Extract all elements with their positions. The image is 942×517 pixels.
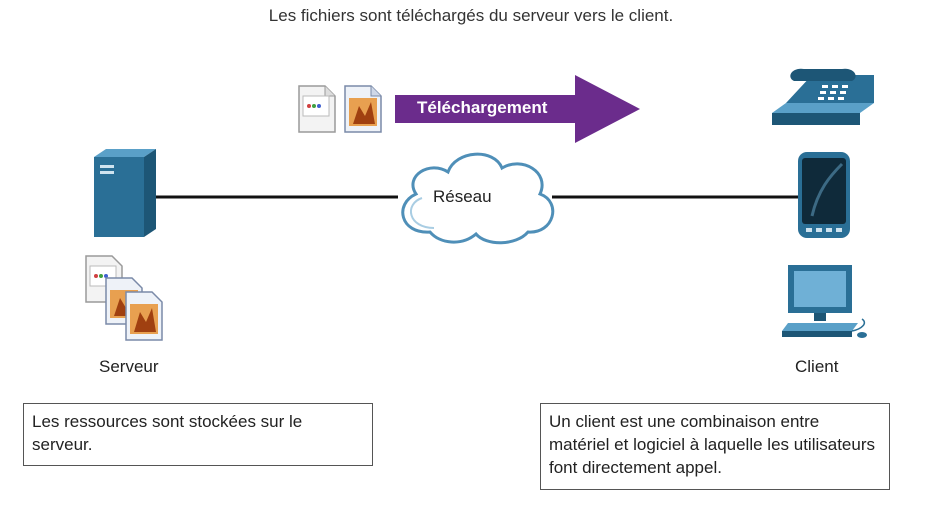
desktop-computer-icon <box>782 265 867 338</box>
client-label: Client <box>795 357 839 376</box>
server-files-stack <box>85 255 163 341</box>
document-file-icon <box>298 85 336 133</box>
server-tower-icon <box>94 149 156 237</box>
diagram-caption: Les fichiers sont téléchargés du serveur… <box>268 6 674 25</box>
desk-phone-icon <box>772 68 874 125</box>
smartphone-icon <box>798 152 850 238</box>
cloud-icon <box>401 152 555 245</box>
image-file-icon <box>344 85 382 133</box>
server-description-box: Les ressources sont stockées sur le serv… <box>23 403 373 466</box>
image-file-icon <box>125 291 163 341</box>
download-arrow-label: Téléchargement <box>417 98 548 117</box>
server-label: Serveur <box>99 357 159 376</box>
client-description-box: Un client est une combinaison entre maté… <box>540 403 890 490</box>
download-arrow <box>395 75 640 143</box>
network-label: Réseau <box>433 187 492 206</box>
